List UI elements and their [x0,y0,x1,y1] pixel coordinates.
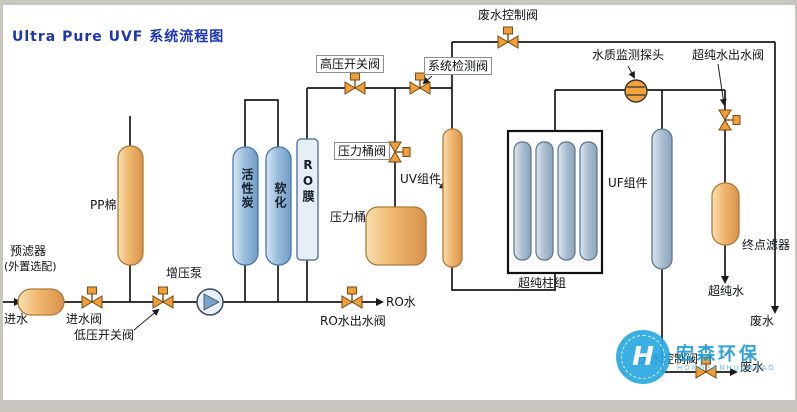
watermark-logo: H 宏森环保 HONGSENHUANBAO [612,328,797,392]
watermark-monogram: H [632,342,654,372]
label-pre-filter: 预滤器 [10,244,47,258]
label-pressure-tank-valve: 压力桶阀 [334,142,391,160]
final-filter-cylinder [711,182,740,246]
uf-module-column [651,128,673,270]
label-waste-valve-top: 废水控制阀 [478,8,539,22]
label-booster-pump: 增压泵 [166,266,203,280]
watermark-ring-icon [621,335,665,379]
inlet-valve-symbol [81,286,103,309]
ro-water-arrow [376,298,384,306]
waste-right-arrow [771,306,779,314]
ro-outlet-valve-symbol [341,286,363,309]
label-waste-water-right: 废水 [750,314,775,328]
label-pressure-tank: 压力桶 [330,210,367,224]
low-pressure-valve-symbol [152,286,174,309]
label-leaders [133,63,727,331]
system-check-valve-symbol [409,72,431,95]
label-ultrapure-columns: 超纯柱组 [518,276,567,290]
label-uf-module: UF组件 [608,176,648,190]
label-low-pressure-valve: 低压开关阀 [74,328,135,342]
label-ro-outlet-valve: RO水出水阀 [320,314,386,328]
quality-probe [624,79,648,103]
high-pressure-valve-symbol [344,72,366,95]
watermark-name: 宏森环保 [676,344,760,365]
ultrapure-outlet-valve-symbol [718,109,741,131]
watermark-subtitle: HONGSENHUANBAO [677,364,776,372]
pre-filter-cylinder [17,288,65,316]
softener-column [265,146,292,266]
label-quality-probe: 水质监测探头 [592,48,665,62]
page-title: Ultra Pure UVF 系统流程图 [12,29,225,45]
label-ultrapure-water: 超纯水 [708,284,745,298]
booster-pump [196,288,224,316]
ultrapure-column-group [506,129,604,275]
ultrapure-water-arrow [721,276,729,284]
waste-valve-top-symbol [497,26,519,49]
label-ro-water: RO水 [386,295,416,309]
activated-carbon-column [232,146,259,266]
ro-membrane [296,138,319,261]
frame-left [0,0,3,412]
frame-right [795,0,797,412]
label-ultrapure-outlet-valve: 超纯水出水阀 [692,48,765,62]
label-final-filter: 终点滤器 [742,238,791,252]
frame-top [0,0,797,5]
label-uv-module: UV组件 [400,172,441,186]
label-pre-filter-note: (外置选配) [4,260,57,273]
frame-bottom [0,400,797,412]
label-system-check-valve: 系统检测阀 [424,57,493,75]
label-ro-membrane: RO膜 [301,158,315,204]
uv-module-column [442,128,463,268]
label-high-pressure-valve: 高压开关阀 [316,55,385,73]
pp-cotton-column [117,145,144,266]
label-inlet-water: 进水 [4,312,29,326]
watermark-circle-icon: H [616,330,670,384]
label-inlet-valve: 进水阀 [66,312,103,326]
label-activated-carbon: 活性炭 [240,168,254,210]
label-softening: 软化 [273,182,287,210]
label-pp-cotton: PP棉 [90,198,117,212]
pressure-tank [365,206,427,266]
waste-bottom-arrow [730,368,738,376]
label-waste-water-bottom: 废水 [740,360,765,374]
pressure-tank-valve-symbol [388,141,411,163]
